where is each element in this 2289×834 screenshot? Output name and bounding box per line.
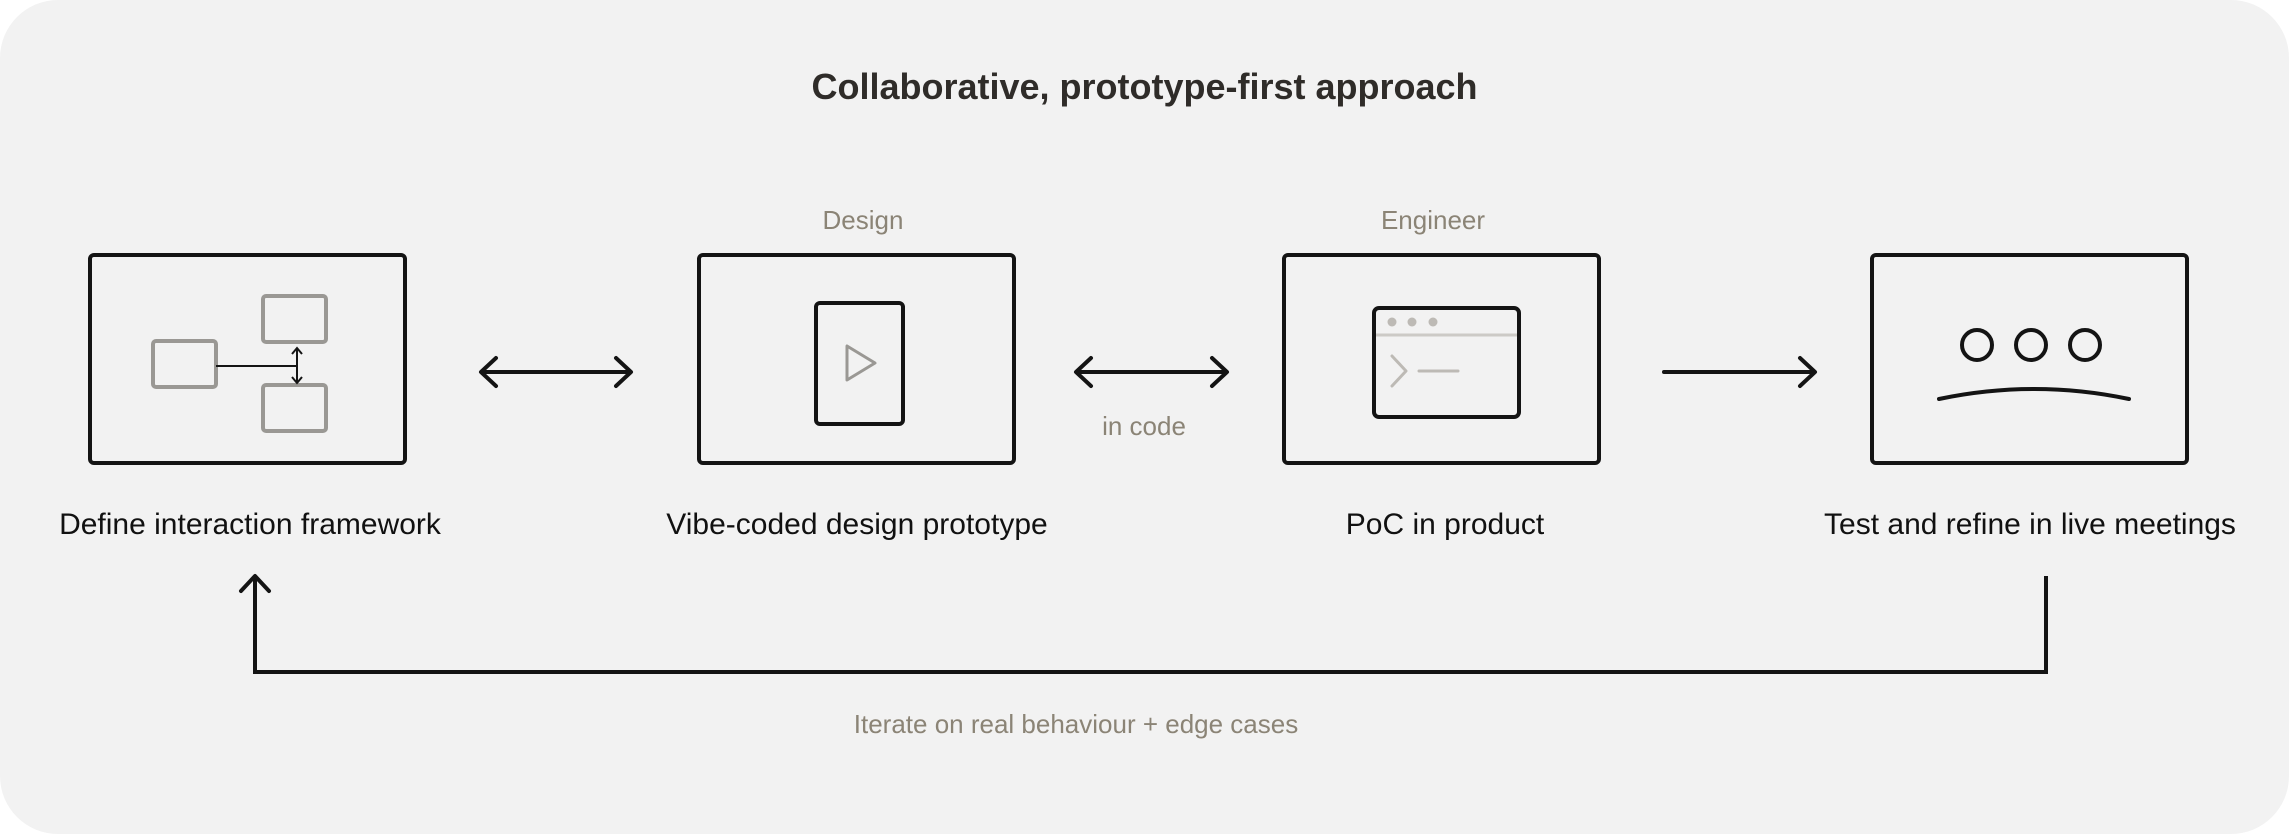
role-label-engineer: Engineer — [1380, 205, 1486, 235]
step-frame-design-prototype — [697, 253, 1016, 465]
connector-bidirectional-arrow-1 — [479, 356, 633, 388]
step-label-define-interaction: Define interaction framework — [59, 508, 441, 541]
step-frame-poc — [1282, 253, 1601, 465]
loop-note: Iterate on real behaviour + edge cases — [853, 709, 1299, 739]
diagram-title: Collaborative, prototype-first approach — [811, 66, 1478, 107]
step-label-design-prototype: Vibe-coded design prototype — [666, 508, 1048, 541]
connector-note-in-code: in code — [1102, 411, 1186, 441]
connector-bidirectional-arrow-2 — [1074, 356, 1229, 388]
step-frame-test-refine — [1870, 253, 2189, 465]
role-label-design: Design — [822, 205, 904, 235]
connector-forward-arrow — [1662, 356, 1817, 388]
step-label-poc: PoC in product — [1345, 508, 1545, 541]
flow-diagram-icon — [151, 294, 328, 433]
terminal-window-icon — [1372, 306, 1521, 419]
iteration-loop-arrow — [239, 574, 2048, 674]
step-label-test-refine: Test and refine in live meetings — [1824, 508, 2236, 541]
meeting-faces-icon — [1937, 328, 2131, 401]
play-tablet-icon — [814, 301, 905, 426]
step-frame-define-interaction — [88, 253, 407, 465]
